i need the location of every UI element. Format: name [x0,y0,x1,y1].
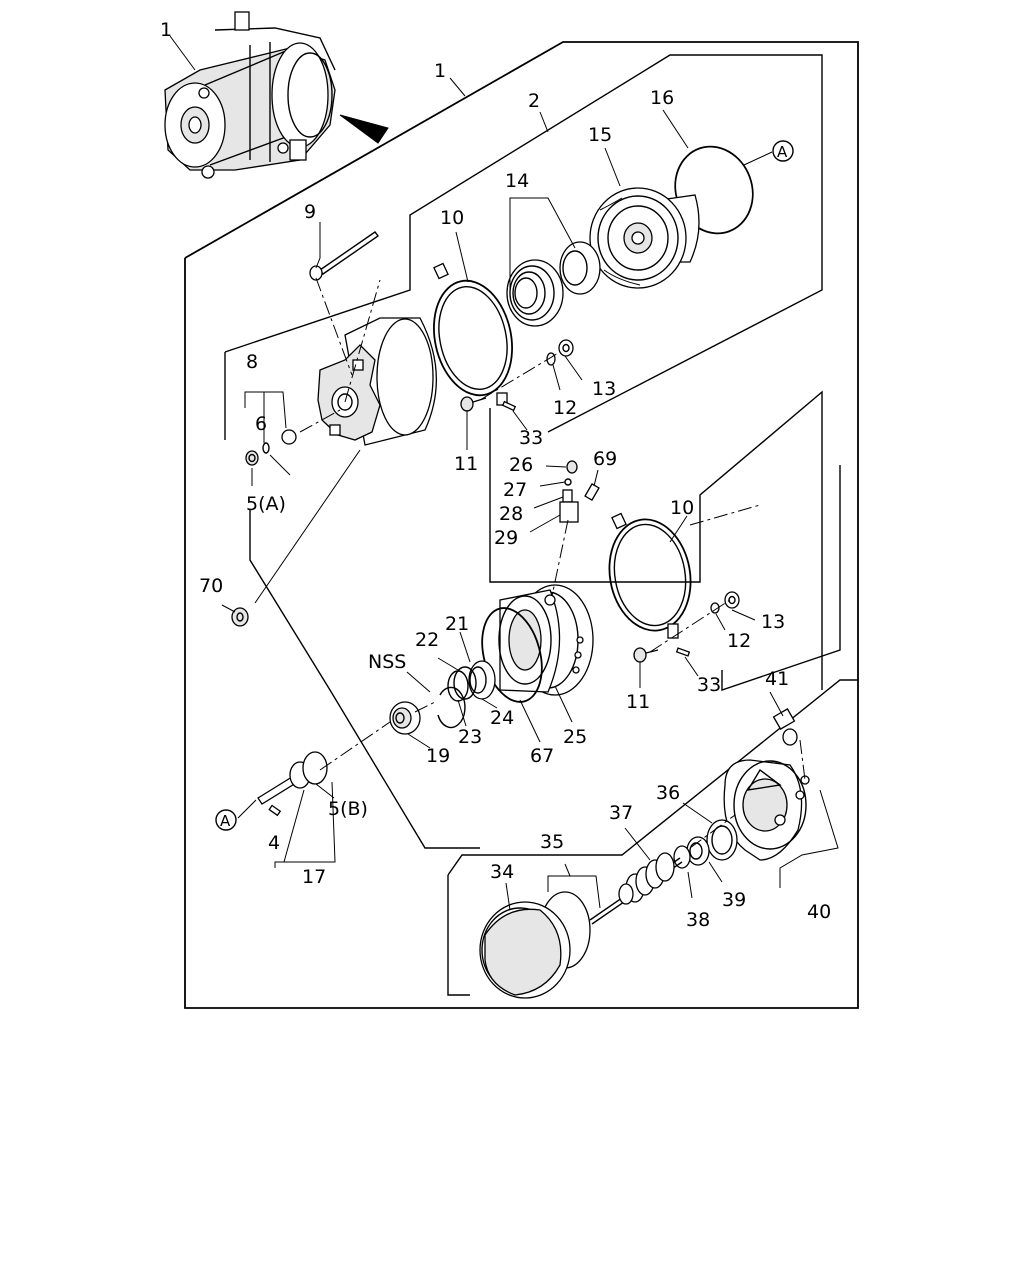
part-21-snap-ring [437,686,466,729]
leader-lines [169,35,839,911]
callout-17: 17 [302,866,326,888]
part-27-washer [564,478,572,486]
part-11-lower-bolt [633,647,659,663]
callout-27: 27 [503,479,527,501]
callout-36: 36 [656,782,680,804]
callout-37: 37 [609,802,633,824]
reference-mark-a-top: A [772,140,794,162]
part-33-lower-pin [675,647,691,657]
callout-6: 6 [255,413,267,435]
callout-11-upper: 11 [454,453,478,475]
part-70-bolt [231,607,249,627]
clutch-group-frame [224,54,823,433]
callout-14: 14 [505,170,529,192]
callout-41: 41 [765,668,789,690]
callout-33-lower: 33 [697,674,721,696]
callout-23: 23 [458,726,482,748]
callout-1-top: 1 [160,19,172,41]
callout-35: 35 [540,831,564,853]
callout-5b: 5(B) [328,798,368,820]
callout-2: 2 [528,90,540,112]
outer-frame [184,41,859,1009]
callout-16: 16 [650,87,674,109]
part-41-relief-valve [772,708,798,746]
part-13-lower-nut [724,591,740,609]
part-10-lower-band [608,512,692,639]
part-26-nut [566,460,578,474]
callout-40: 40 [807,901,831,923]
part-29-block [559,501,579,523]
callout-13-upper: 13 [592,378,616,400]
callout-22: 22 [415,629,439,651]
callout-12-lower: 12 [727,630,751,652]
callout-70: 70 [199,575,223,597]
part-14-bearing-set [506,241,601,327]
callout-10-lower: 10 [670,497,694,519]
shaft-group-frame [249,510,480,849]
part-34-cover [479,901,571,999]
callout-24: 24 [490,707,514,729]
callout-38: 38 [686,909,710,931]
part-19-shaft-seal [389,701,421,735]
callout-39: 39 [722,889,746,911]
part-33-upper-pin [501,400,517,412]
valve-group-frame [489,390,823,690]
part-15-pulley [589,187,700,289]
callout-69: 69 [593,448,617,470]
callout-33-upper: 33 [519,427,543,449]
part-37-rotor-shaft [589,852,683,925]
callout-15: 15 [588,124,612,146]
reference-mark-a-top-label: A [777,143,788,161]
front-housing [317,317,438,446]
part-38-seal [673,845,691,869]
part-28-fitting [562,489,573,503]
callouts: 1 1 2 16 15 14 10 9 8 6 5(A) 13 12 33 11… [160,19,831,931]
compressor-assembly-illustration [164,11,336,179]
callout-5a: 5(A) [246,493,286,515]
part-13-upper-nut [558,339,574,357]
part-25-cylinder-body [498,584,594,696]
head-group-frame [447,679,858,876]
callout-nss: NSS [368,651,406,673]
part-39-bearing [686,836,710,866]
part-22-ring [453,666,477,700]
part-23-ring [447,670,469,702]
callout-12-upper: 12 [553,397,577,419]
part-40-rear-head [723,759,810,861]
callout-13-lower: 13 [761,611,785,633]
centerlines [299,277,806,849]
part-10-upper-band [433,262,513,406]
callout-29: 29 [494,527,518,549]
part-5a-nut [245,450,259,466]
callout-34: 34 [490,861,514,883]
callout-4: 4 [268,832,280,854]
callout-8: 8 [246,351,258,373]
coil-group-frame [721,465,841,691]
callout-21: 21 [445,613,469,635]
reference-mark-a-bottom: A [215,809,237,831]
callout-11-lower: 11 [626,691,650,713]
part-69-pin [584,483,600,501]
callout-28: 28 [499,503,523,525]
part-17-shaft [257,751,328,805]
callout-26: 26 [509,454,533,476]
callout-1-frame: 1 [434,60,446,82]
callout-67: 67 [530,745,554,767]
callout-10-upper: 10 [440,207,464,229]
reference-mark-a-bottom-label: A [220,812,231,830]
callout-25: 25 [563,726,587,748]
part-8-spacer [281,429,297,445]
part-4-key [268,804,282,817]
part-9-valve [309,231,379,281]
view-direction-arrow [339,114,389,144]
part-6-washer [262,442,270,454]
callout-19: 19 [426,745,450,767]
callout-9: 9 [304,201,316,223]
